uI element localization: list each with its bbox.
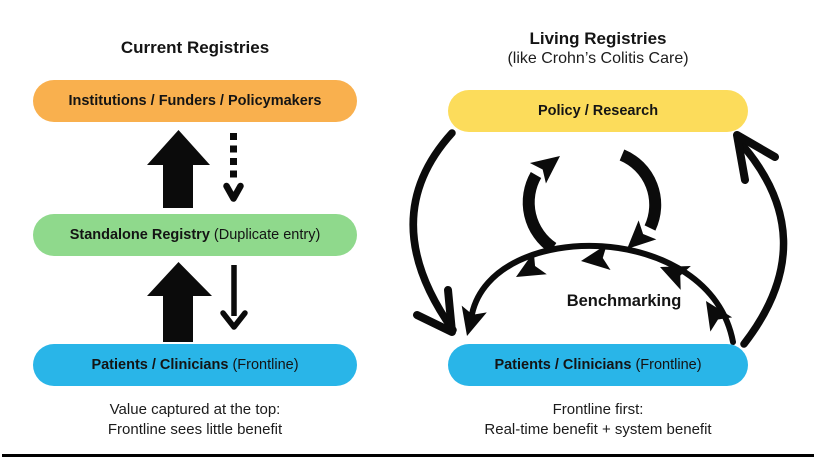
benchmarking-arrowhead-icon (516, 251, 547, 277)
institutions-funders-policymakers-box: Institutions / Funders / Policymakers (33, 80, 357, 122)
right-patients-clinicians-box: Patients / Clinicians (Frontline) (448, 344, 748, 386)
benchmarking-arrowhead-icon (660, 265, 691, 290)
outer-up-curve-arrowhead-icon (733, 131, 779, 184)
left-caption-line2: Frontline sees little benefit (107, 420, 283, 438)
dashed-down-arrow-head-icon (223, 182, 244, 202)
standalone-registry-sublabel: (Duplicate entry) (209, 227, 321, 243)
benchmarking-arc-icon (469, 242, 736, 345)
left-caption: Value captured at the top: Frontline see… (13, 400, 377, 439)
block-up-arrow-icon (147, 262, 212, 342)
left-patients-clinicians-box: Patients / Clinicians (Frontline) (33, 344, 357, 386)
benchmarking-label: Benchmarking (566, 292, 682, 310)
inner-cycle-left-arc-icon (522, 172, 557, 253)
policy-research-box: Policy / Research (448, 90, 748, 132)
outer-down-curve-arrowhead-icon (413, 286, 456, 336)
patients-clinicians-sublabel: (Frontline) (631, 357, 702, 373)
policy-research-label: Policy / Research (537, 103, 659, 119)
benchmarking-arrowhead-icon (706, 301, 733, 332)
block-up-arrow-icon (147, 130, 210, 208)
patients-clinicians-label: Patients / Clinicians (494, 357, 632, 373)
benchmarking-arrowhead-terminal-icon (461, 305, 487, 336)
right-panel-subtitle: (like Crohn’s Colitis Care) (507, 50, 689, 67)
left-gap2-arrows (147, 262, 248, 342)
left-gap1-arrows (147, 130, 244, 208)
patients-clinicians-label: Patients / Clinicians (91, 357, 229, 373)
patients-clinicians-sublabel: (Frontline) (228, 357, 299, 373)
left-panel-title: Current Registries (120, 38, 270, 57)
standalone-registry-box: Standalone Registry (Duplicate entry) (33, 214, 357, 256)
inner-cycle-right-arc-icon (619, 149, 662, 231)
right-caption-line1: Frontline first: (552, 401, 644, 418)
thin-down-arrow-head-icon (220, 310, 248, 330)
right-caption-line2: Real-time benefit + system benefit (484, 420, 712, 438)
benchmarking-arrowhead-icon (581, 244, 611, 270)
outer-up-curve-icon (734, 136, 788, 348)
right-caption: Frontline first: Real-time benefit + sys… (428, 400, 768, 439)
outer-down-curve-icon (409, 129, 457, 334)
right-flow-arrows (409, 129, 788, 348)
standalone-registry-label: Standalone Registry (69, 227, 210, 243)
inner-cycle-left-arrowhead-icon (529, 156, 560, 184)
left-caption-line1: Value captured at the top: (109, 401, 281, 418)
institutions-box-label: Institutions / Funders / Policymakers (68, 93, 322, 109)
inner-cycle-right-arrowhead-icon (627, 220, 657, 249)
bottom-divider-line (2, 454, 814, 457)
right-panel-title: Living Registries (529, 29, 667, 48)
